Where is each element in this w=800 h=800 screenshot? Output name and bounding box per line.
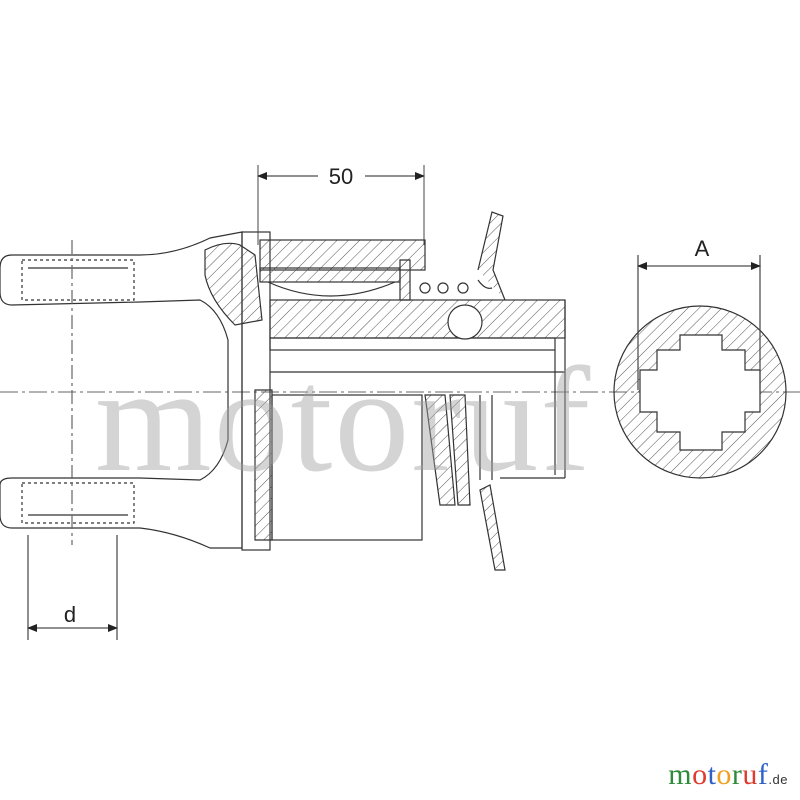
logo-letter: f [757, 758, 769, 791]
brand-logo: motoruf.de [668, 758, 788, 792]
dimension-d: d [27, 602, 118, 632]
dimension-label-d: d [64, 602, 76, 627]
logo-tld: .de [768, 772, 788, 787]
logo-letter: t [707, 758, 717, 791]
logo-letter: m [668, 758, 693, 791]
locking-collar [399, 211, 506, 571]
dimension-A: A [637, 236, 761, 270]
logo-letter: o [716, 758, 732, 791]
logo-letter: u [742, 758, 758, 791]
hub-body [241, 231, 566, 551]
logo-letter: o [692, 758, 708, 791]
dimension-50: 50 [257, 164, 425, 245]
dimension-label-50: 50 [329, 164, 353, 189]
spline-profile [613, 255, 787, 479]
watermark: motoruf [95, 337, 593, 503]
logo-wordmark: motoruf [668, 758, 768, 791]
yoke [0, 231, 263, 640]
logo-letter: r [731, 758, 743, 791]
dimension-label-a: A [695, 236, 710, 261]
